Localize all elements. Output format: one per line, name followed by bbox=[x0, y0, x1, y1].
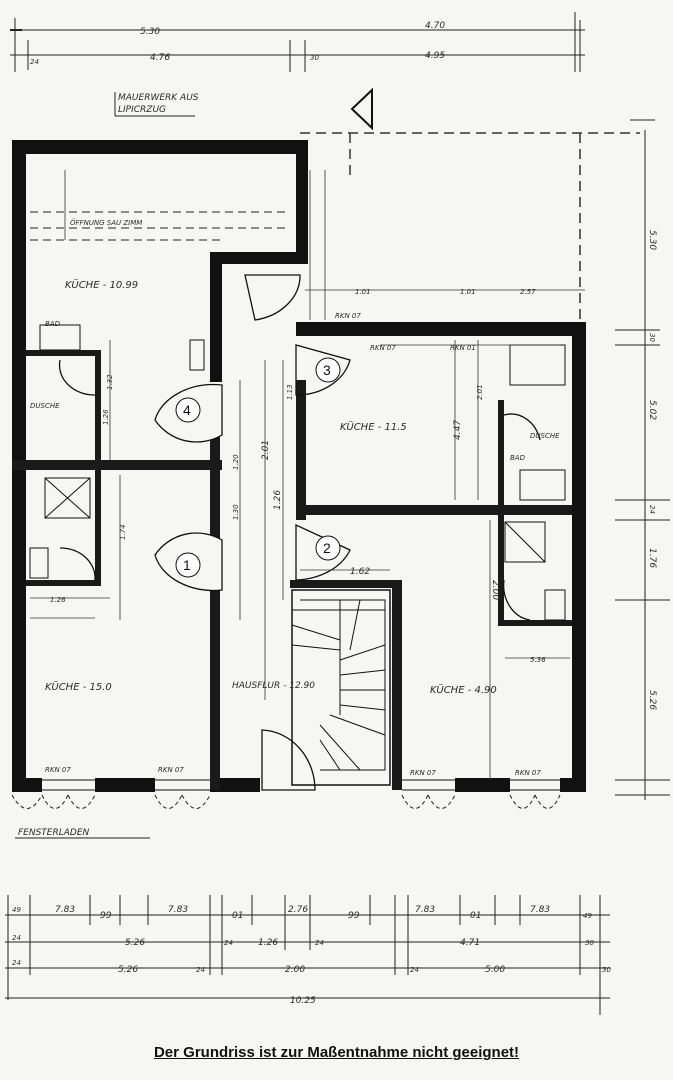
dim-interior-1: 2.01 bbox=[261, 440, 271, 460]
dim-bottom-r1-5: 01 bbox=[232, 911, 243, 921]
window-label-5: RKN 01 bbox=[450, 344, 476, 352]
right-dimension-lines bbox=[615, 119, 670, 800]
dim-bottom-r3-3: 24 bbox=[196, 966, 205, 974]
note-masonry-2: LIPICRZUG bbox=[118, 105, 166, 115]
dim-interior-4: 2.00 bbox=[490, 580, 500, 600]
dim-top-4: 4.95 bbox=[425, 51, 445, 61]
dim-interior-13: 4.47 bbox=[453, 420, 463, 440]
dim-interior-6: 1.20 bbox=[232, 454, 240, 470]
dim-right-2: 5.02 bbox=[647, 400, 657, 420]
dim-interior-16: 1.26 bbox=[50, 596, 66, 604]
dim-top-6: 30 bbox=[310, 54, 319, 62]
dashed-outline bbox=[300, 132, 640, 330]
dim-bottom-r3-6: 5.00 bbox=[485, 965, 505, 975]
dim-right-6: 30 bbox=[648, 333, 656, 342]
dim-bottom-r1-11: 49 bbox=[583, 912, 592, 920]
dim-bottom-r1-6: 2.76 bbox=[288, 905, 308, 915]
room-label-bath-right: BAD bbox=[510, 454, 526, 462]
staircase bbox=[291, 589, 391, 786]
dim-bottom-r2-5: 24 bbox=[315, 939, 324, 947]
dim-right-4: 5.26 bbox=[647, 690, 657, 710]
window-label-4: RKN 07 bbox=[515, 769, 541, 777]
room-number-3: 3 bbox=[323, 362, 331, 378]
windows bbox=[42, 329, 560, 791]
dim-bottom-r2-2: 5.26 bbox=[125, 938, 145, 948]
note-ceiling-opening: ÖFFNUNG SAU ZIMM bbox=[70, 218, 142, 227]
dim-bottom-r1-9: 01 bbox=[470, 911, 481, 921]
dim-bottom-r1-7: 99 bbox=[348, 911, 360, 921]
dim-bottom-r1-8: 7.83 bbox=[415, 905, 435, 915]
dim-interior-11: 1.32 bbox=[106, 374, 114, 390]
dim-bottom-r3-4: 2.00 bbox=[285, 965, 305, 975]
ceiling-opening bbox=[30, 211, 290, 241]
dim-bottom-r2-4: 1.26 bbox=[258, 938, 278, 948]
shutter-arcs bbox=[11, 794, 561, 809]
interior-walls bbox=[12, 350, 572, 790]
top-dimension-lines bbox=[10, 12, 585, 72]
dim-bottom-r1-3: 99 bbox=[100, 911, 112, 921]
window-label-1: RKN 07 bbox=[45, 766, 71, 774]
window-label-7: RKN 07 bbox=[335, 312, 361, 320]
dim-interior-8: 1.01 bbox=[355, 288, 371, 296]
dim-top-3: 4.76 bbox=[150, 53, 170, 63]
dim-interior-14: 2.01 bbox=[476, 384, 484, 400]
dim-bottom-r1-10: 7.83 bbox=[530, 905, 550, 915]
dim-interior-17: 5.36 bbox=[530, 656, 546, 664]
dim-interior-7: 1.74 bbox=[119, 524, 127, 540]
room-number-2: 2 bbox=[323, 540, 331, 556]
dim-right-3: 1.76 bbox=[647, 548, 657, 568]
dim-bottom-r2-7: 30 bbox=[585, 939, 594, 947]
dim-interior-15: 1.13 bbox=[286, 384, 294, 400]
room-label-bath-left: BAD bbox=[45, 320, 61, 328]
interior-dimension-lines bbox=[30, 170, 585, 780]
dim-bottom-total: 10.25 bbox=[290, 996, 316, 1006]
dim-bottom-r3-1: 24 bbox=[12, 959, 21, 967]
section-arrow-icon bbox=[350, 87, 373, 131]
dim-bottom-r1-4: 7.83 bbox=[168, 905, 188, 915]
bottom-dimension-lines bbox=[5, 895, 610, 1015]
dim-bottom-r2-3: 24 bbox=[224, 939, 233, 947]
room-label-kitchen-top-right: KÜCHE - 11.5 bbox=[340, 420, 407, 433]
dim-bottom-r1-1: 49 bbox=[12, 906, 21, 914]
window-label-2: RKN 07 bbox=[158, 766, 184, 774]
dim-interior-3: 1.62 bbox=[350, 567, 370, 577]
dim-bottom-r1-2: 7.83 bbox=[55, 905, 75, 915]
room-number-4: 4 bbox=[183, 402, 191, 418]
dim-top-1: 5.30 bbox=[140, 27, 160, 37]
room-label-kitchen-bottom-left: KÜCHE - 15.0 bbox=[45, 680, 112, 693]
room-label-kitchen-bottom-right: KÜCHE - 4.90 bbox=[430, 683, 497, 696]
window-label-6: RKN 07 bbox=[370, 344, 396, 352]
window-label-3: RKN 07 bbox=[410, 769, 436, 777]
dim-interior-12: 1.26 bbox=[102, 409, 110, 425]
dim-interior-10: 2.57 bbox=[520, 288, 536, 296]
dim-bottom-r3-7: 30 bbox=[602, 966, 611, 974]
room-label-hallway: HAUSFLUR - 12.90 bbox=[232, 681, 315, 691]
room-number-1: 1 bbox=[183, 557, 191, 573]
dim-bottom-r2-1: 24 bbox=[12, 934, 21, 942]
dim-interior-9: 1.01 bbox=[460, 288, 476, 296]
dim-right-1: 5.30 bbox=[647, 230, 657, 250]
dim-bottom-r3-5: 24 bbox=[410, 966, 419, 974]
dim-interior-2: 1.26 bbox=[273, 490, 283, 510]
dim-top-2: 4.70 bbox=[425, 21, 445, 31]
note-shutters: FENSTERLADEN bbox=[18, 828, 90, 838]
dim-right-5: 24 bbox=[648, 505, 656, 514]
bathroom-fixtures bbox=[29, 324, 566, 621]
disclaimer-text: Der Grundriss ist zur Maßentnahme nicht … bbox=[153, 1044, 520, 1061]
dim-bottom-r2-6: 4.71 bbox=[460, 938, 480, 948]
note-shower-left: DUSCHE bbox=[30, 402, 60, 410]
room-number-markers: 1 2 3 4 bbox=[175, 357, 341, 578]
dim-bottom-r3-2: 5.26 bbox=[118, 965, 138, 975]
note-masonry: MAUERWERK AUS bbox=[118, 93, 199, 103]
room-label-kitchen-top-left: KÜCHE - 10.99 bbox=[65, 278, 138, 291]
note-shower-right: DUSCHE bbox=[530, 432, 560, 440]
dim-interior-5: 1.30 bbox=[232, 504, 240, 520]
dim-top-5: 24 bbox=[30, 58, 39, 66]
door-swings bbox=[58, 274, 541, 791]
